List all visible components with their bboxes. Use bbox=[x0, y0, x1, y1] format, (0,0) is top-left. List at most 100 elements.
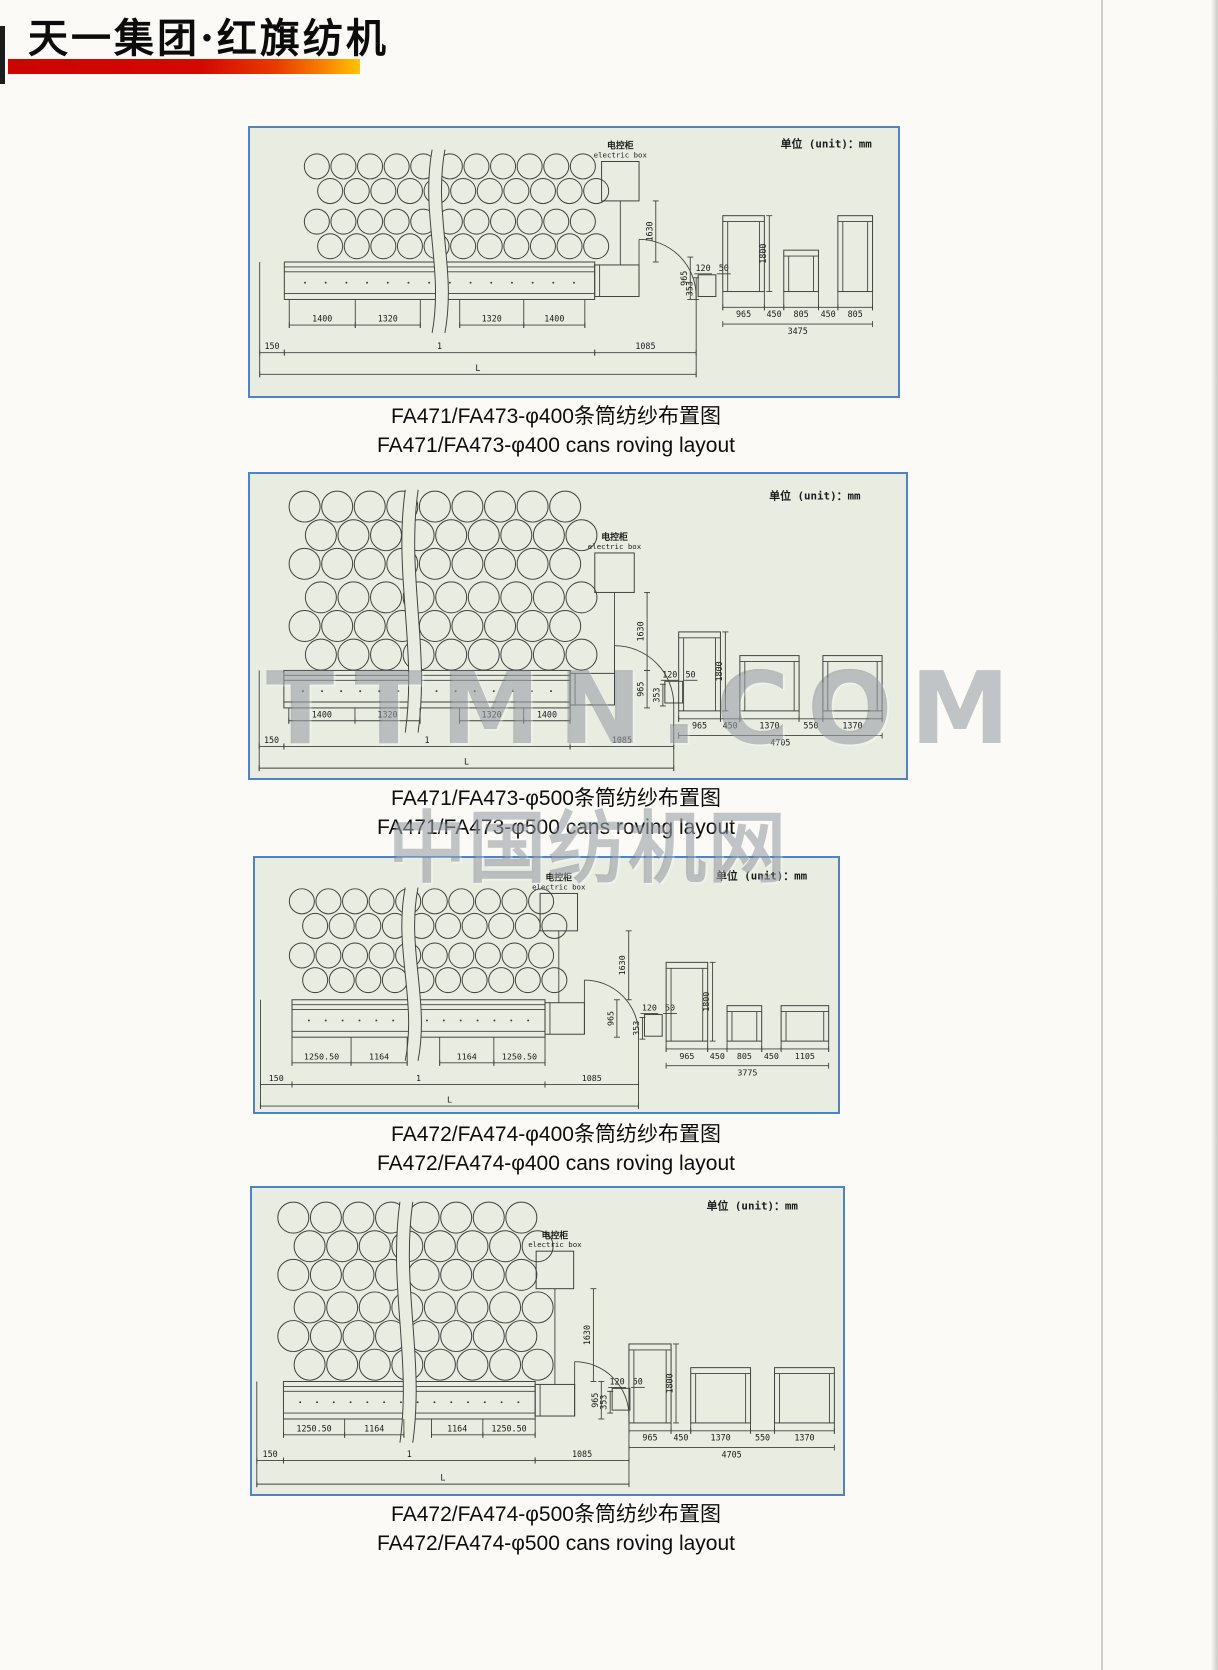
dimension-label: 965 bbox=[692, 721, 707, 731]
can-circle bbox=[532, 519, 565, 552]
diagram-caption-1: FA471/FA473-φ400条筒纺纱布置图 FA471/FA473-φ400… bbox=[250, 402, 862, 460]
dimension-label: 353 bbox=[651, 688, 661, 703]
machine-spindle-dot bbox=[392, 1019, 395, 1022]
can-circle bbox=[505, 1258, 538, 1291]
dimension-label: 1630 bbox=[644, 221, 654, 241]
overall-length-label: L bbox=[475, 363, 480, 373]
rail-stand bbox=[643, 1014, 663, 1037]
unit-label: 单位 (unit)：mm bbox=[769, 489, 861, 503]
door-swing-arc bbox=[574, 1361, 630, 1417]
machine-spindle-dot bbox=[510, 1019, 513, 1022]
can-circle bbox=[549, 547, 582, 580]
can-circle bbox=[484, 610, 517, 642]
machine-spindle-dot bbox=[359, 690, 362, 693]
can-circle bbox=[328, 967, 355, 994]
electric-box-label-en: electric box bbox=[528, 1240, 582, 1249]
dimension-label: 50 bbox=[665, 1003, 675, 1013]
can-circle bbox=[383, 208, 410, 235]
overall-length-label: L bbox=[440, 1473, 445, 1483]
can-circle bbox=[304, 581, 337, 614]
machine-spindle-dot bbox=[307, 1019, 310, 1022]
can-circle bbox=[484, 547, 517, 580]
can-circle bbox=[435, 912, 462, 939]
machine-spindle-dot bbox=[397, 690, 400, 693]
can-circle bbox=[321, 610, 354, 642]
can-circle bbox=[456, 1230, 489, 1263]
machine-head bbox=[544, 1002, 585, 1035]
can-circle bbox=[484, 490, 517, 523]
can-circle bbox=[288, 490, 321, 523]
can-circle bbox=[448, 888, 475, 915]
can-circle bbox=[489, 1291, 522, 1324]
can-circle bbox=[423, 1230, 456, 1263]
dimension-label: 1400 bbox=[537, 709, 557, 719]
can-circle bbox=[532, 581, 565, 614]
can-circle bbox=[549, 490, 582, 523]
can-circle bbox=[516, 153, 543, 180]
caption-cn: FA472/FA474-φ400条筒纺纱布置图 bbox=[391, 1123, 721, 1146]
machine-spindle-dot bbox=[366, 281, 369, 284]
caption-cn: FA472/FA474-φ500条筒纺纱布置图 bbox=[391, 1503, 721, 1526]
can-circle bbox=[418, 490, 451, 523]
can-circle bbox=[532, 638, 565, 671]
can-circle bbox=[528, 942, 555, 969]
can-circle bbox=[288, 942, 315, 969]
can-circle bbox=[330, 208, 357, 235]
dimension-label: 450 bbox=[767, 309, 782, 319]
can-circle bbox=[277, 1258, 310, 1291]
side-view-unit bbox=[837, 215, 874, 293]
break-mask bbox=[401, 887, 422, 1061]
machine-head bbox=[534, 1383, 576, 1417]
can-circle bbox=[396, 233, 423, 260]
dimension-label: 1164 bbox=[447, 1423, 467, 1433]
can-circle bbox=[357, 208, 384, 235]
machine-spindle-dot bbox=[304, 281, 306, 284]
can-circle bbox=[435, 581, 468, 614]
can-circle bbox=[342, 1201, 375, 1234]
break-line bbox=[396, 1201, 404, 1443]
door-swing-arc bbox=[584, 979, 639, 1035]
can-circle bbox=[516, 208, 543, 235]
caption-cn: FA471/FA473-φ500条筒纺纱布置图 bbox=[391, 787, 721, 810]
can-circle bbox=[549, 610, 582, 642]
can-circle bbox=[355, 912, 382, 939]
head-width-label: 1085 bbox=[635, 341, 655, 351]
dimension-label: 1320 bbox=[482, 314, 502, 324]
dimension-label: 50 bbox=[633, 1376, 643, 1386]
can-circle bbox=[337, 638, 370, 671]
can-circle bbox=[476, 233, 503, 260]
machine-spindle-dot bbox=[416, 1401, 419, 1404]
can-circle bbox=[368, 888, 395, 915]
side-view-unit bbox=[822, 655, 883, 712]
can-circle bbox=[528, 888, 555, 915]
can-circle bbox=[489, 1230, 522, 1263]
dimension-label: 50 bbox=[719, 263, 729, 273]
can-circle bbox=[451, 547, 484, 580]
can-circle bbox=[514, 912, 541, 939]
machine-spindle-dot bbox=[469, 281, 472, 284]
dimension-label: 1370 bbox=[759, 721, 779, 731]
can-circle bbox=[569, 208, 596, 235]
unit-label: 单位 (unit)：mm bbox=[716, 869, 808, 883]
dimension-label: 550 bbox=[755, 1433, 770, 1443]
machine-spindle-dot bbox=[448, 281, 451, 284]
overall-length-label: L bbox=[447, 1095, 452, 1105]
machine-spindle-dot bbox=[399, 1401, 402, 1404]
machine-spindle-dot bbox=[340, 690, 343, 693]
machine-spindle-dot bbox=[459, 1019, 462, 1022]
can-circle bbox=[451, 490, 484, 523]
door-swing-arc bbox=[614, 645, 675, 705]
machine-spindle-dot bbox=[375, 1019, 378, 1022]
can-circle bbox=[321, 490, 354, 523]
machine-spindle-dot bbox=[383, 1401, 386, 1404]
electric-box-label-cn: 电控柜 bbox=[542, 1229, 569, 1241]
side-total-label: 4705 bbox=[770, 737, 790, 747]
machine-spindle-dot bbox=[510, 281, 513, 284]
can-circle bbox=[516, 490, 549, 523]
machine-spindle-dot bbox=[324, 281, 327, 284]
can-circle bbox=[302, 967, 329, 994]
dimension-label: 450 bbox=[764, 1051, 779, 1061]
can-circle bbox=[317, 233, 344, 260]
can-circle bbox=[565, 638, 598, 671]
